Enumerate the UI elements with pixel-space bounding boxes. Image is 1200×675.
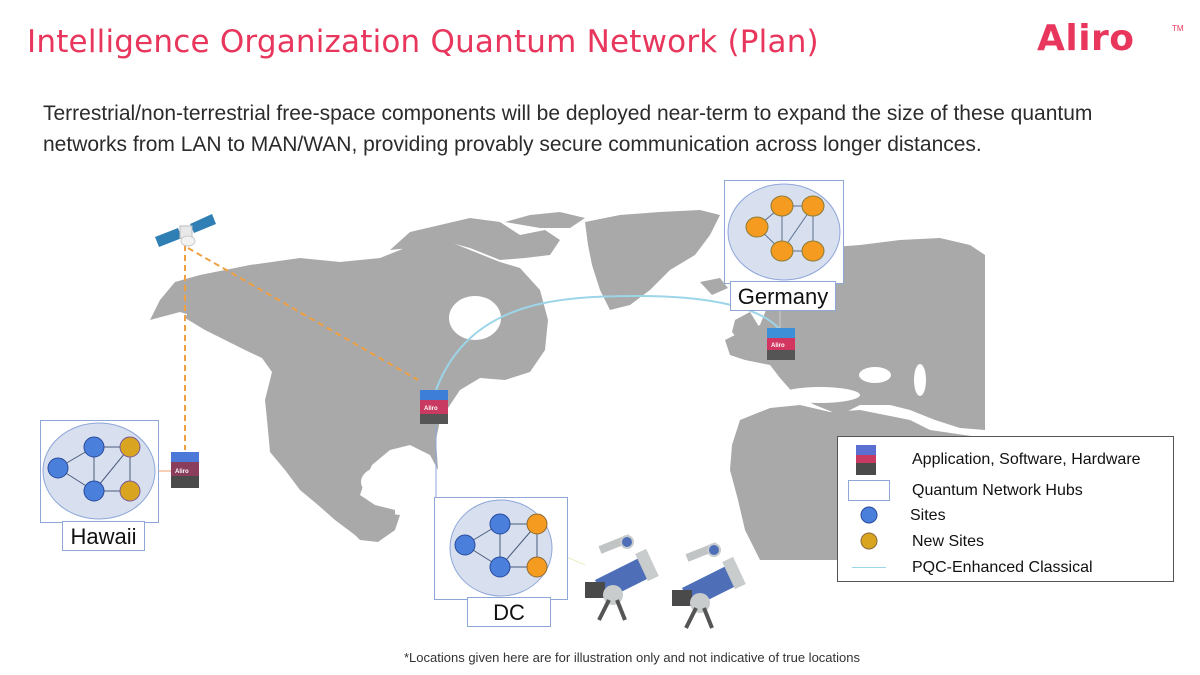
black-sea xyxy=(859,367,891,383)
site-node xyxy=(801,195,825,217)
hub-germany-network xyxy=(727,183,841,281)
hub-hawaii xyxy=(40,420,159,523)
legend-label-pqc: PQC-Enhanced Classical xyxy=(912,559,1093,576)
hub-label-hawaii: Hawaii xyxy=(62,521,145,551)
hub-hawaii-network xyxy=(42,422,156,520)
legend-item-pqc: PQC-Enhanced Classical xyxy=(838,557,1173,581)
legend-item-new-sites: New Sites xyxy=(838,532,1173,556)
central-america-landmass xyxy=(345,505,400,542)
device-stack-germany: Aliro xyxy=(767,328,795,360)
iceland-landmass xyxy=(700,278,728,295)
telescope-icon-2 xyxy=(672,542,746,629)
footnote: *Locations given here are for illustrati… xyxy=(404,650,860,665)
mediterranean-sea xyxy=(780,387,860,403)
site-node xyxy=(801,240,825,262)
hub-label-dc: DC xyxy=(467,597,551,627)
new-site-node xyxy=(526,513,548,535)
hub-box-icon xyxy=(848,480,890,501)
legend-item-sites: Sites xyxy=(838,506,1173,530)
page-title: Intelligence Organization Quantum Networ… xyxy=(27,24,819,60)
gulf-of-mexico xyxy=(361,466,409,498)
site-node xyxy=(489,556,511,578)
alaska-landmass xyxy=(150,275,210,320)
legend-label-new-sites: New Sites xyxy=(912,533,985,550)
site-node xyxy=(47,457,69,479)
legend-label-sites: Sites xyxy=(910,507,946,524)
water-bodies xyxy=(361,296,926,498)
arctic-islands-north xyxy=(505,212,585,228)
site-node xyxy=(745,216,769,238)
telescope-icon-1 xyxy=(585,534,659,621)
caspian-sea xyxy=(914,364,926,396)
site-node xyxy=(770,240,794,262)
subtitle-line-1: Terrestrial/non-terrestrial free-space c… xyxy=(43,102,1093,125)
legend-label-hub: Quantum Network Hubs xyxy=(912,482,1083,499)
new-site-node xyxy=(119,436,141,458)
light-blue-line-icon xyxy=(852,567,886,568)
greenland-landmass xyxy=(585,210,720,310)
site-node xyxy=(770,195,794,217)
site-node xyxy=(83,480,105,502)
trademark-mark: TM xyxy=(1172,24,1184,33)
satellite-icon xyxy=(155,214,216,247)
site-node xyxy=(454,534,476,556)
svg-text:Aliro: Aliro xyxy=(175,469,189,475)
new-site-node xyxy=(119,480,141,502)
hub-dc-network xyxy=(449,499,553,597)
blue-site-icon xyxy=(860,506,878,524)
device-stack-hawaii: Aliro xyxy=(171,452,199,488)
aliro-logo: Aliro xyxy=(1037,18,1135,59)
svg-text:Aliro: Aliro xyxy=(771,343,785,349)
new-site-node xyxy=(526,556,548,578)
subtitle-line-2: networks from LAN to MAN/WAN, providing … xyxy=(43,133,982,156)
hub-germany xyxy=(724,180,844,284)
legend-item-hub: Quantum Network Hubs xyxy=(838,480,1173,504)
north-america-landmass xyxy=(185,238,548,540)
device-stack-icon xyxy=(856,445,876,475)
legend-item-device: Application, Software, Hardware xyxy=(838,445,1173,475)
legend: Application, Software, Hardware Quantum … xyxy=(837,436,1174,582)
svg-text:Aliro: Aliro xyxy=(424,406,438,412)
legend-label-device: Application, Software, Hardware xyxy=(912,451,1141,468)
hub-dc xyxy=(434,497,568,600)
satellite-link-to-dc xyxy=(187,247,419,381)
subtitle: Terrestrial/non-terrestrial free-space c… xyxy=(43,98,1173,160)
device-stack-dc: Aliro xyxy=(420,390,448,424)
gold-site-icon xyxy=(860,532,878,550)
site-node xyxy=(83,436,105,458)
hudson-bay xyxy=(449,296,501,340)
hub-label-germany: Germany xyxy=(730,281,836,311)
arctic-islands xyxy=(390,218,560,260)
site-node xyxy=(489,513,511,535)
british-isles-landmass xyxy=(732,312,758,342)
